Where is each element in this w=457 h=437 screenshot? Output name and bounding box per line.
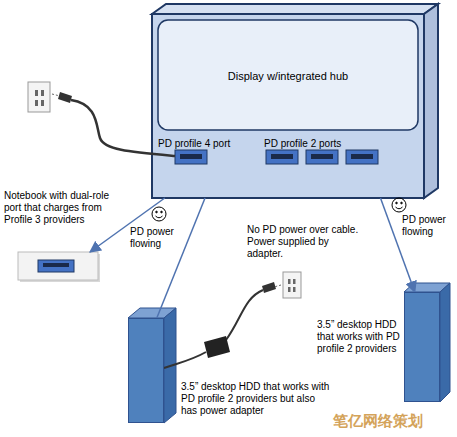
- plug: [262, 282, 276, 293]
- edge-label: PD power flowing: [130, 226, 190, 250]
- wall-outlet: [283, 272, 301, 298]
- display-hub: Display w/integrated hub PD profile 4 por…: [152, 14, 424, 198]
- usb-port: [306, 150, 338, 164]
- device-caption: 3.5” desktop HDD that works with PD prof…: [181, 381, 331, 417]
- port-label: PD profile 2 ports: [264, 138, 384, 150]
- usb-port: [346, 150, 378, 164]
- display-front: [152, 14, 424, 198]
- smiley: [152, 207, 166, 221]
- display-title: Display w/integrated hub: [158, 70, 418, 83]
- port-label: PD profile 4 port: [158, 138, 278, 150]
- device-caption: 3.5” desktop HDD that works with PD prof…: [317, 319, 401, 355]
- power-adapter: [204, 336, 230, 358]
- plug-gap: [52, 94, 60, 96]
- smiley: [392, 198, 406, 212]
- usb-slot: [43, 263, 69, 267]
- edge-label: No PD power over cable. Power supplied b…: [247, 224, 365, 260]
- usb-port: [175, 150, 207, 164]
- watermark: 笔亿网络策划: [333, 411, 453, 431]
- power-cable: [226, 290, 263, 340]
- power-cable: [164, 352, 206, 368]
- hdd-side: [440, 283, 450, 402]
- notebook-body: [18, 252, 98, 280]
- display-side: [424, 4, 438, 198]
- plug: [58, 92, 72, 103]
- device-caption: Notebook with dual-role port that charge…: [4, 190, 116, 226]
- hdd-box: 3.5” desktop HDD that works with PD prof…: [404, 292, 440, 402]
- edge-label: PD power flowing: [402, 214, 455, 238]
- usb-port: [266, 150, 298, 164]
- hdd-box: 3.5” desktop HDD that works with PD prof…: [128, 318, 164, 423]
- connector: [157, 198, 205, 318]
- display-top: [152, 4, 438, 14]
- usb-port: [38, 260, 74, 272]
- wall-outlet: [28, 82, 50, 112]
- connector: [380, 198, 414, 292]
- screen-panel: [158, 20, 418, 130]
- notebook: Notebook with dual-role port that charge…: [18, 252, 98, 280]
